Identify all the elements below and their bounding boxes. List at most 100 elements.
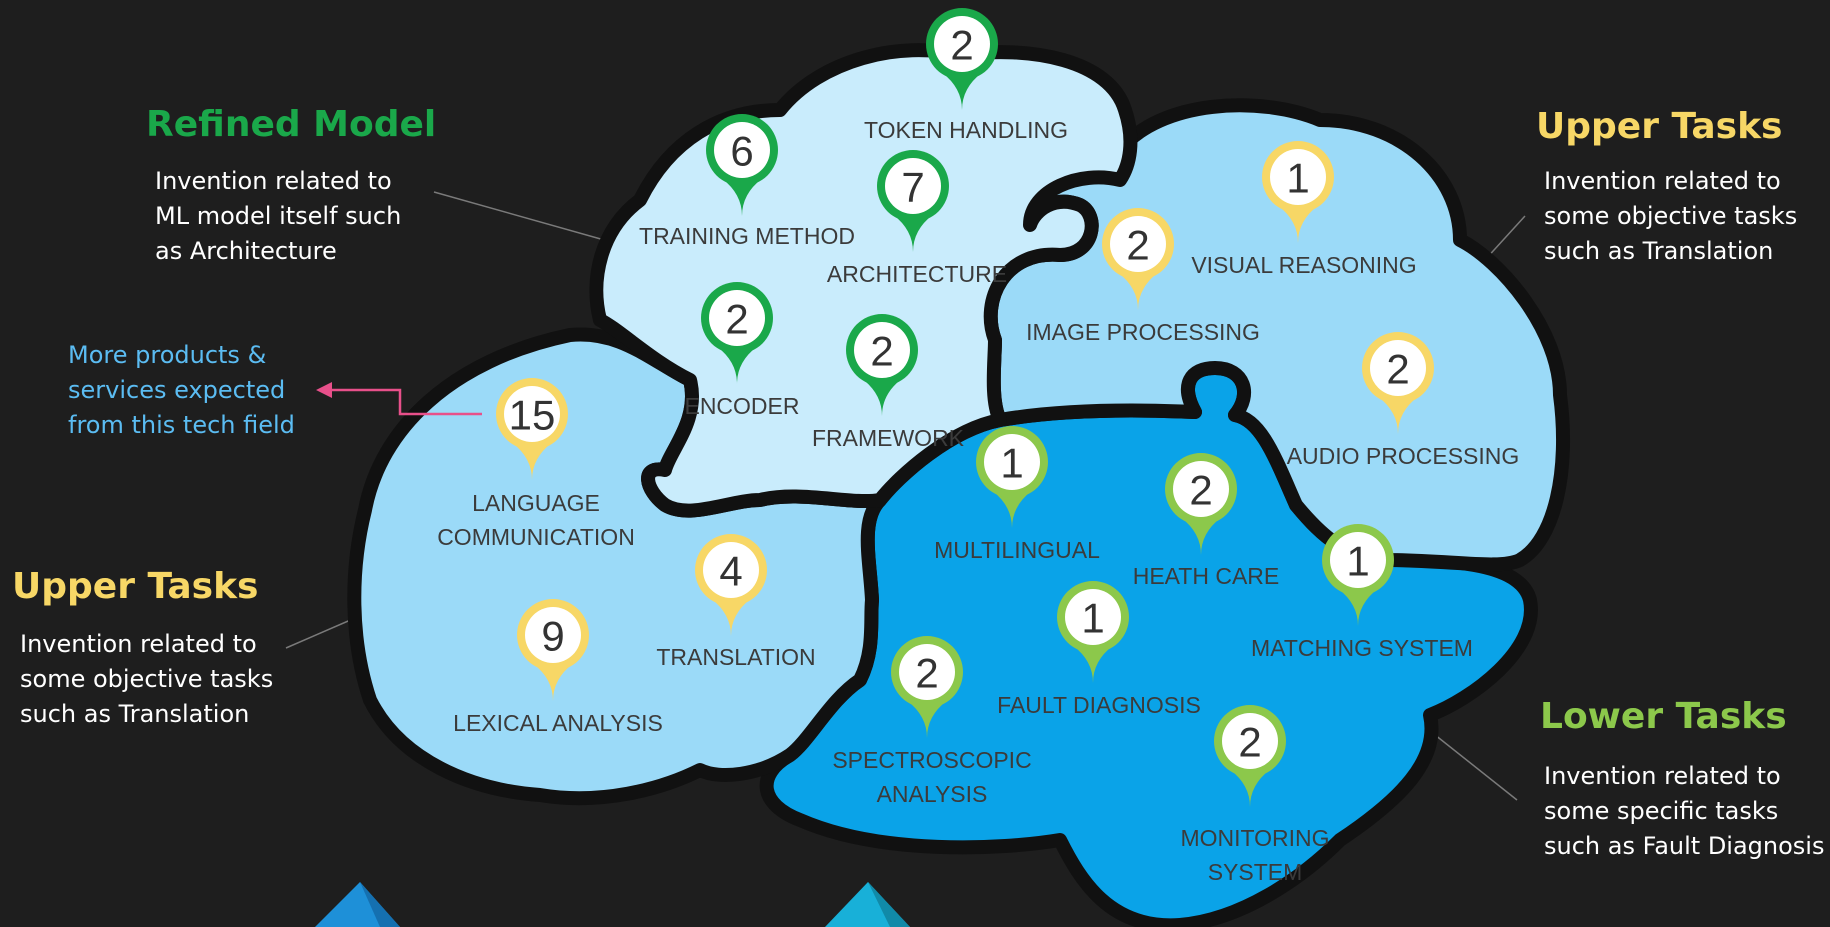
pin-label: TOKEN HANDLING <box>864 117 1068 143</box>
pin-count: 2 <box>1126 222 1149 269</box>
pin-face <box>709 290 765 346</box>
pin-face <box>504 386 560 442</box>
pin-count: 1 <box>1081 595 1104 642</box>
pin-label: IMAGE PROCESSING <box>1026 319 1260 345</box>
pin-count: 7 <box>901 164 924 211</box>
refined-model-description: Invention related to ML model itself suc… <box>155 167 402 265</box>
upper-tasks-left-title: Upper Tasks <box>12 566 259 607</box>
map-pin-icon <box>1378 396 1418 434</box>
pin-label: MONITORING <box>1180 825 1329 851</box>
pin-face <box>984 434 1040 490</box>
pin-label: TRANSLATION <box>656 644 815 670</box>
map-pin-icon <box>1181 517 1221 555</box>
pin-count: 2 <box>725 296 748 343</box>
pin-label: MULTILINGUAL <box>934 537 1100 563</box>
map-pin-icon <box>1338 588 1378 626</box>
map-pin-icon <box>533 663 573 701</box>
pin-label: SPECTROSCOPIC <box>832 747 1031 773</box>
connector-refined-model <box>433 191 623 246</box>
map-pin-icon <box>1230 769 1270 807</box>
pin-label: ENCODER <box>684 393 799 419</box>
expected-growth-note: More products & services expected from t… <box>68 341 295 439</box>
pin-face <box>1222 713 1278 769</box>
pin-face <box>934 16 990 72</box>
pin-count: 1 <box>1346 538 1369 585</box>
pin-label: AUDIO PROCESSING <box>1287 443 1520 469</box>
pin-face <box>854 322 910 378</box>
pin-face <box>1065 589 1121 645</box>
pin-label: VISUAL REASONING <box>1191 252 1416 278</box>
pin-face <box>885 158 941 214</box>
pin-label: FRAMEWORK <box>812 425 965 451</box>
pin-label: SYSTEM <box>1208 859 1303 885</box>
bottom-decor <box>315 882 1190 927</box>
pin-face <box>899 644 955 700</box>
upper-tasks-right-title: Upper Tasks <box>1536 106 1783 147</box>
map-pin-icon <box>1278 205 1318 243</box>
pin-face <box>1330 532 1386 588</box>
map-pin-icon <box>722 178 762 216</box>
map-pin-icon <box>907 700 947 738</box>
map-pin-icon <box>862 378 902 416</box>
pin-face <box>525 607 581 663</box>
map-pin-icon <box>711 598 751 636</box>
lower-tasks-title: Lower Tasks <box>1540 696 1787 737</box>
pin-label: ARCHITECTURE <box>827 261 1007 287</box>
pin-face <box>1270 149 1326 205</box>
pin-count: 4 <box>719 548 742 595</box>
pin-count: 2 <box>870 328 893 375</box>
pin-face <box>714 122 770 178</box>
pin-label: HEATH CARE <box>1133 563 1280 589</box>
pin-label: TRAINING METHOD <box>639 223 855 249</box>
pin-count: 1 <box>1000 440 1023 487</box>
map-pin-icon <box>942 72 982 110</box>
pin-face <box>1173 461 1229 517</box>
map-pin-icon <box>992 490 1032 528</box>
pin-face <box>1110 216 1166 272</box>
pin-label: FAULT DIAGNOSIS <box>997 692 1201 718</box>
pin-face <box>703 542 759 598</box>
pin-count: 1 <box>1286 155 1309 202</box>
map-pin-icon <box>512 442 552 480</box>
pin-label: LEXICAL ANALYSIS <box>453 710 663 736</box>
upper-tasks-right-description: Invention related to some objective task… <box>1544 167 1798 265</box>
pin-count: 15 <box>509 392 556 439</box>
map-pin-icon <box>1118 272 1158 310</box>
pin-count: 9 <box>541 613 564 660</box>
pin-count: 2 <box>1189 467 1212 514</box>
pin-count: 2 <box>915 650 938 697</box>
pin-label: MATCHING SYSTEM <box>1251 635 1473 661</box>
pin-count: 2 <box>1386 346 1409 393</box>
refined-model-title: Refined Model <box>146 104 437 145</box>
pin-face <box>1370 340 1426 396</box>
map-pin-icon <box>1073 645 1113 683</box>
pin-count: 2 <box>950 22 973 69</box>
pin-label: COMMUNICATION <box>437 524 635 550</box>
pin-count: 2 <box>1238 719 1261 766</box>
map-pin-icon <box>717 346 757 384</box>
pin-label: LANGUAGE <box>472 490 600 516</box>
upper-tasks-left-description: Invention related to some objective task… <box>20 630 274 728</box>
pin-count: 6 <box>730 128 753 175</box>
lower-tasks-description: Invention related to some specific tasks… <box>1544 762 1825 860</box>
